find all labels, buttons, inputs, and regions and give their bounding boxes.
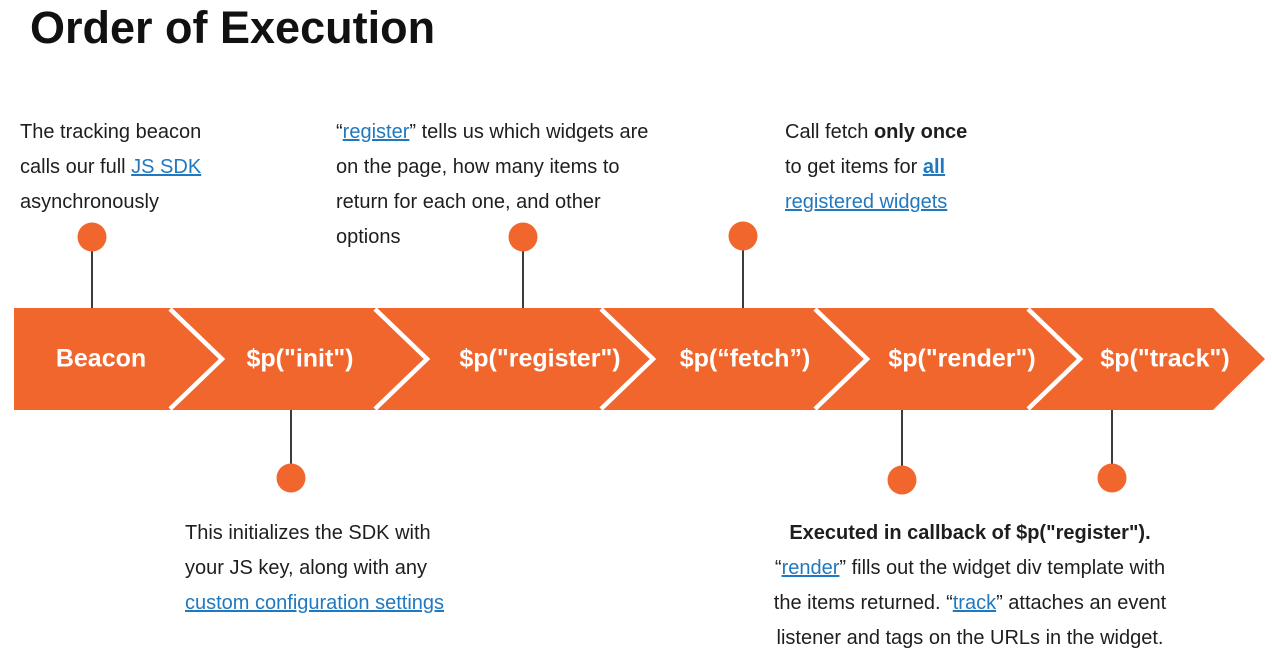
- connector-dots: [77, 221, 1127, 495]
- connector-dot: [1097, 463, 1127, 493]
- annotation-text: listener and tags on the URLs in the wid…: [776, 627, 1164, 649]
- annotation-render-track: Executed in callback of $p("register"). …: [700, 516, 1240, 656]
- chevron-separator-icon: [599, 307, 657, 411]
- banner-segment-track: $p("track"): [1100, 344, 1230, 373]
- process-arrow-banner: [14, 308, 1265, 410]
- chevron-separator-icon: [813, 307, 871, 411]
- annotation-text: asynchronously: [20, 191, 159, 213]
- all-registered-widgets-link[interactable]: all: [922, 156, 946, 178]
- banner-segment-register: $p("register"): [459, 344, 621, 373]
- annotation-text: This initializes the SDK with: [185, 522, 431, 544]
- connector-dot: [276, 463, 306, 493]
- connector-dot: [508, 222, 538, 252]
- annotation-init: This initializes the SDK with your JS ke…: [185, 516, 444, 621]
- annotation-text: calls our full JS SDK: [20, 156, 202, 178]
- annotation-text: custom configuration settings: [185, 586, 444, 621]
- connector-dot: [728, 221, 758, 251]
- banner-segment-init: $p("init"): [246, 344, 354, 373]
- chevron-separator-icon: [373, 307, 431, 411]
- chevron-separators: [168, 307, 1084, 411]
- page-title: Order of Execution: [30, 2, 436, 53]
- annotation-beacon: The tracking beacon calls our full JS SD…: [20, 115, 201, 220]
- annotation-register: “register” tells us which widgets are on…: [336, 115, 648, 255]
- register-link[interactable]: register: [342, 121, 410, 143]
- annotation-text: Executed in callback of $p("register").: [789, 522, 1151, 544]
- annotation-text: to get items for all: [785, 156, 946, 178]
- connector-dot: [77, 222, 107, 252]
- annotation-fetch: Call fetch only once to get items for al…: [785, 115, 967, 220]
- annotation-text: Call fetch only once: [785, 121, 968, 143]
- annotation-text: “register” tells us which widgets are: [336, 121, 649, 143]
- all-registered-widgets-link[interactable]: registered widgets: [785, 191, 948, 213]
- annotation-text: your JS key, along with any: [185, 557, 427, 579]
- annotation-text: return for each one, and other: [336, 191, 601, 213]
- banner-segment-render: $p("render"): [888, 344, 1036, 373]
- annotation-text: the items returned. “track” attaches an …: [773, 592, 1167, 614]
- render-link[interactable]: render: [781, 557, 840, 579]
- connector-dot: [887, 465, 917, 495]
- js-sdk-link[interactable]: JS SDK: [131, 156, 202, 178]
- banner-segment-fetch: $p(“fetch”): [679, 344, 811, 373]
- annotation-text: options: [336, 226, 401, 248]
- chevron-separator-icon: [168, 307, 226, 411]
- banner-segment-beacon: Beacon: [55, 344, 147, 373]
- chevron-separator-icon: [1026, 307, 1084, 411]
- annotation-text: “render” fills out the widget div templa…: [774, 557, 1166, 579]
- custom-configuration-settings-link[interactable]: custom configuration settings: [185, 592, 445, 614]
- annotation-text: The tracking beacon: [20, 121, 202, 143]
- annotation-text: on the page, how many items to: [336, 156, 620, 178]
- track-link[interactable]: track: [952, 592, 997, 614]
- annotation-text: registered widgets: [785, 185, 967, 220]
